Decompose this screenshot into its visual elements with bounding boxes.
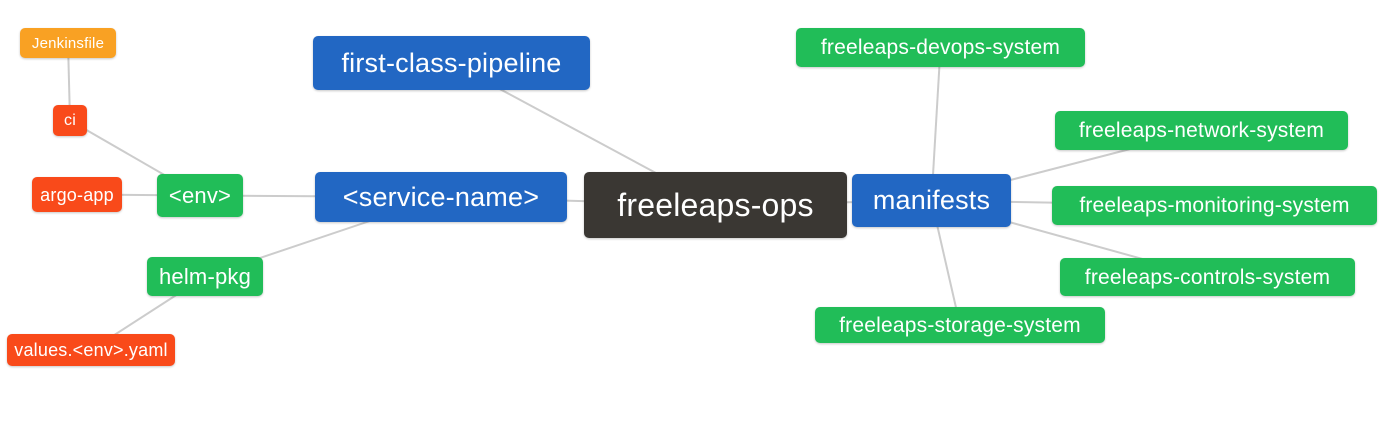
- node-argo-app[interactable]: argo-app: [32, 177, 122, 212]
- node-helm-pkg[interactable]: helm-pkg: [147, 257, 263, 296]
- node-values-env-yaml[interactable]: values.<env>.yaml: [7, 334, 175, 366]
- node-monitoring-system[interactable]: freeleaps-monitoring-system: [1052, 186, 1377, 225]
- node-network-system[interactable]: freeleaps-network-system: [1055, 111, 1348, 150]
- node-freeleaps-ops[interactable]: freeleaps-ops: [584, 172, 847, 238]
- node-service-name[interactable]: <service-name>: [315, 172, 567, 222]
- node-first-class-pipeline[interactable]: first-class-pipeline: [313, 36, 590, 90]
- node-manifests[interactable]: manifests: [852, 174, 1011, 227]
- node-storage-system[interactable]: freeleaps-storage-system: [815, 307, 1105, 343]
- node-devops-system[interactable]: freeleaps-devops-system: [796, 28, 1085, 67]
- node-ci[interactable]: ci: [53, 105, 87, 136]
- node-env[interactable]: <env>: [157, 174, 243, 217]
- node-jenkinsfile[interactable]: Jenkinsfile: [20, 28, 116, 58]
- node-controls-system[interactable]: freeleaps-controls-system: [1060, 258, 1355, 296]
